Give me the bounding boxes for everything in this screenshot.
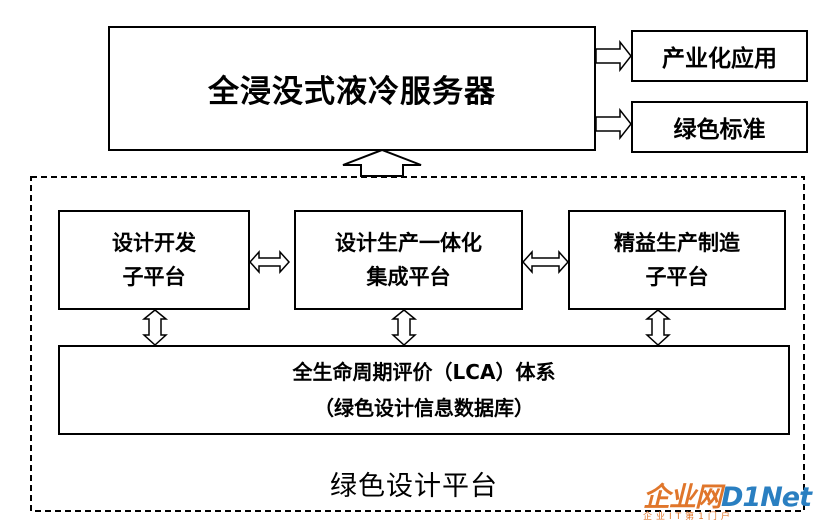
watermark-brand: 企业网	[643, 482, 722, 513]
integrated-design-production-platform: 设计生产一体化 集成平台	[294, 210, 523, 310]
main-server-box: 全浸没式液冷服务器	[108, 26, 596, 151]
design-development-subplatform: 设计开发 子平台	[58, 210, 250, 310]
industrial-application-label: 产业化应用	[662, 46, 777, 72]
green-design-platform-label: 绿色设计平台	[330, 471, 498, 502]
industrial-application-box: 产业化应用	[631, 30, 808, 82]
green-standard-label: 绿色标准	[673, 117, 766, 143]
arrow-to-industrial-application	[595, 39, 632, 73]
lca-system-box: 全生命周期评价（LCA）体系 （绿色设计信息数据库）	[58, 345, 790, 435]
subplatform-line1: 精益生产制造	[614, 231, 740, 255]
green-standard-box: 绿色标准	[631, 101, 808, 153]
platform-dashed-frame	[30, 176, 805, 512]
double-arrow-right-lca	[644, 309, 672, 347]
double-arrow-middle-right	[521, 250, 570, 274]
arrow-to-green-standard	[595, 107, 632, 141]
subplatform-line1: 设计生产一体化	[335, 231, 482, 255]
double-arrow-middle-lca	[390, 309, 418, 347]
up-arrow-platform-to-server	[342, 148, 422, 177]
double-arrow-left-middle	[248, 250, 291, 274]
subplatform-line2: 子平台	[645, 265, 709, 289]
watermark-d1net: D1Net	[721, 482, 812, 513]
subplatform-line2: 集成平台	[366, 265, 451, 289]
watermark-tagline: 企业IT第1门户	[643, 512, 734, 522]
subplatform-line2: 子平台	[122, 265, 186, 289]
subplatform-line1: 设计开发	[112, 231, 196, 255]
double-arrow-left-lca	[141, 309, 169, 347]
lean-manufacturing-subplatform: 精益生产制造 子平台	[568, 210, 786, 310]
main-server-label: 全浸没式液冷服务器	[208, 74, 496, 110]
lca-line2: （绿色设计信息数据库）	[314, 396, 534, 420]
watermark-logo: 企业网D1Net 企业IT第1门户	[643, 482, 812, 523]
lca-line1: 全生命周期评价（LCA）体系	[292, 360, 556, 384]
